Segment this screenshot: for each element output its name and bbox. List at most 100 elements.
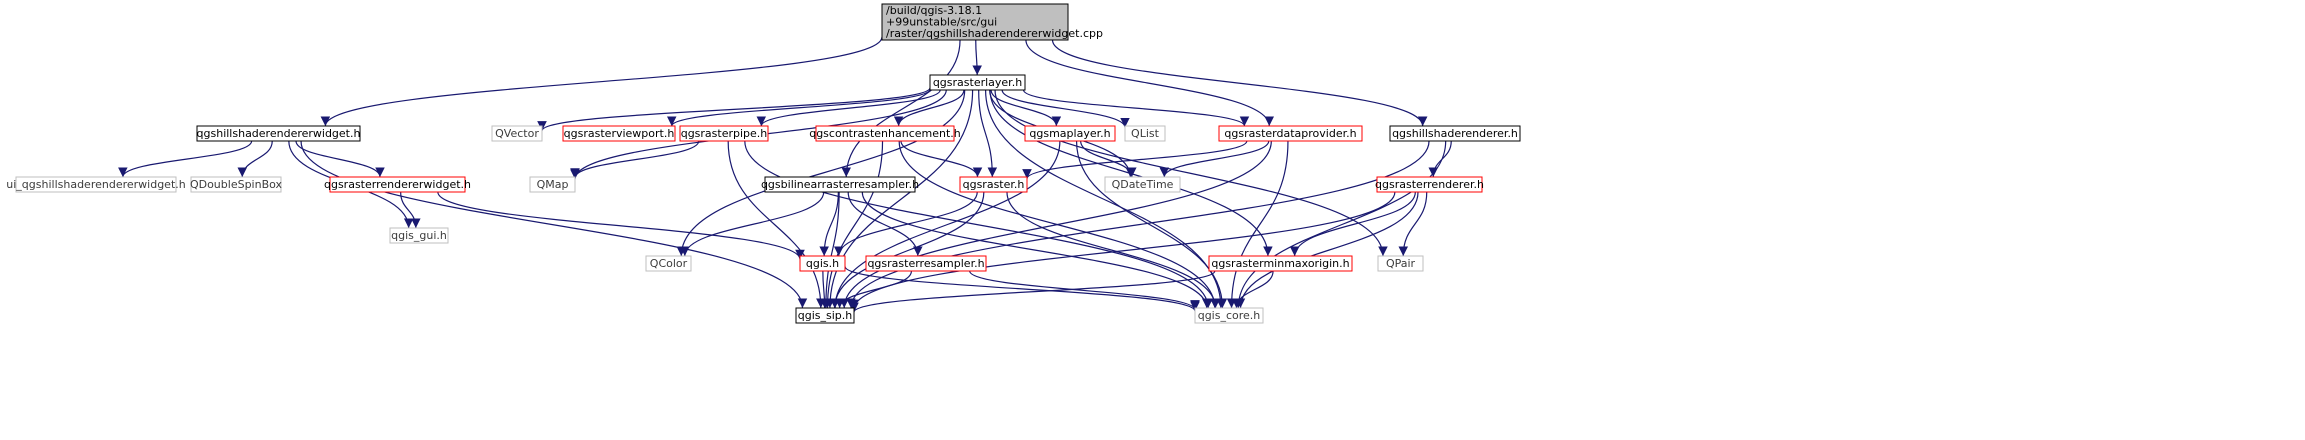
node-label-qgsrasterlayer-0: qgsrasterlayer.h	[933, 76, 1022, 89]
edge-qgsrasterresampler-to-qgis_sip	[834, 270, 913, 309]
edge-qgscontrastenhancement-to-qgsraster	[900, 140, 983, 178]
node-qgsrasterrendererwidget[interactable]: qgsrasterrendererwidget.h	[324, 176, 471, 193]
node-qgsrasterdataprovider[interactable]: qgsrasterdataprovider.h	[1218, 125, 1363, 142]
node-box-root	[881, 3, 1069, 41]
node-label-qgis_core-0: qgis_core.h	[1198, 309, 1261, 322]
edge-qgsrasterpipe-to-qgis_core	[744, 140, 1213, 309]
edge-qgsrasterlayer-to-qgsrasterpipe	[756, 89, 941, 127]
node-label-qgsrasterpipe-0: qgsrasterpipe.h	[681, 127, 768, 140]
node-qgsrasterpipe[interactable]: qgsrasterpipe.h	[679, 125, 769, 142]
node-qgsrasterresampler[interactable]: qgsrasterresampler.h	[865, 255, 987, 272]
node-label-root-1: +99unstable/src/gui	[886, 15, 997, 28]
edge-qgsraster-to-qgis_core	[1006, 191, 1221, 309]
edge-root-to-qgsbilinear	[841, 39, 961, 178]
edge-qgshillshaderendererwidget-to-qgsrasterrendererwidget	[295, 140, 385, 178]
edge-qgsrasterdataprovider-to-qdatetime	[1159, 140, 1270, 178]
node-root[interactable]: /build/qgis-3.18.1+99unstable/src/gui/ra…	[881, 3, 1103, 41]
node-label-qgsrasterrendererwidget-0: qgsrasterrendererwidget.h	[324, 178, 471, 191]
edge-qgsrasterlayer-to-qpair	[994, 89, 1388, 257]
edge-qgsrasterrendererwidget-to-qgis	[437, 191, 805, 260]
edge-qgsrasterlayer-to-qvector	[537, 87, 931, 132]
edge-qgsrasterlayer-to-qgscontrastenhancement	[893, 89, 965, 127]
node-qpair: QPair	[1377, 255, 1424, 272]
nodes-layer: /build/qgis-3.18.1+99unstable/src/gui/ra…	[6, 3, 1521, 324]
edge-qgsrasterrenderer-to-qgis_core	[1235, 191, 1419, 309]
node-label-qgsrasterresampler-0: qgsrasterresampler.h	[867, 257, 984, 270]
node-label-qgshillshaderenderer-0: qgshillshaderenderer.h	[1392, 127, 1518, 140]
node-box-qgsrasterdataprovider	[1218, 125, 1363, 142]
node-box-qgshillshaderendererwidget	[196, 125, 361, 142]
node-label-qgsmaplayer-0: qgsmaplayer.h	[1029, 127, 1110, 140]
edge-qgsraster-to-qgis_sip	[829, 191, 985, 309]
node-label-qmap-0: QMap	[537, 178, 569, 191]
node-label-qgscontrastenhancement-0: qgscontrastenhancement.h	[809, 127, 961, 140]
node-label-qgis_sip-0: qgis_sip.h	[798, 309, 853, 322]
node-label-qlist-0: QList	[1131, 127, 1160, 140]
node-qlist: QList	[1124, 125, 1166, 142]
node-qdatetime: QDateTime	[1104, 176, 1181, 193]
node-box-qgsmaplayer	[1024, 125, 1116, 142]
edge-qgsrasterlayer-to-qlist	[1001, 89, 1130, 128]
node-box-qpair	[1377, 255, 1424, 272]
node-qgsrasterrenderer[interactable]: qgsrasterrenderer.h	[1375, 176, 1484, 193]
edge-qgsrasterminmaxorigin-to-qgis_core	[1231, 270, 1274, 309]
edge-root-to-qgshillshaderendererwidget	[320, 36, 883, 127]
node-qgsraster[interactable]: qgsraster.h	[959, 176, 1028, 193]
edge-qgscontrastenhancement-to-qgis_sip	[822, 140, 884, 309]
edge-qgsmaplayer-to-qgis_sip	[830, 140, 1061, 309]
node-qdoublespinbox: QDoubleSpinBox	[190, 176, 283, 193]
node-box-qdatetime	[1104, 176, 1181, 193]
edge-qgsrasterdataprovider-to-qgsraster	[1022, 140, 1248, 180]
node-box-qdoublespinbox	[190, 176, 282, 193]
node-qgsbilinear[interactable]: qgsbilinearrasterresampler.h	[761, 176, 919, 193]
node-qgscontrastenhancement[interactable]: qgscontrastenhancement.h	[809, 125, 961, 142]
edge-qgsrasterresampler-to-qgis_core	[969, 270, 1200, 310]
edge-qgis-to-qgis_sip	[819, 270, 830, 309]
node-box-qgshillshaderenderer	[1389, 125, 1521, 142]
node-qmap: QMap	[529, 176, 576, 193]
node-label-qgis-0: qgis.h	[806, 257, 839, 270]
edge-qgsbilinear-to-qcolor	[680, 191, 825, 257]
node-ui_widget: ui_qgshillshaderendererwidget.h	[6, 176, 186, 193]
node-qcolor: QColor	[645, 255, 692, 272]
edge-qgsbilinear-to-qgis	[819, 191, 839, 257]
node-label-qvector-0: QVector	[495, 127, 539, 140]
node-qgis_core: qgis_core.h	[1194, 307, 1264, 324]
node-qgsrasterminmaxorigin[interactable]: qgsrasterminmaxorigin.h	[1208, 255, 1353, 272]
node-qgis[interactable]: qgis.h	[799, 255, 846, 272]
edge-qgshillshaderenderer-to-qgis_core	[1233, 140, 1447, 309]
edge-qgsrasterlayer-to-qgsrasterminmaxorigin	[989, 89, 1273, 257]
node-label-root-0: /build/qgis-3.18.1	[886, 4, 982, 17]
edge-qgsrasterrenderer-to-qgis_sip	[849, 191, 1396, 310]
node-qgshillshaderendererwidget[interactable]: qgshillshaderendererwidget.h	[196, 125, 361, 142]
edge-qgshillshaderenderer-to-qgis_sip	[846, 140, 1430, 309]
node-box-qgsraster	[959, 176, 1028, 193]
edge-qgsrasterpipe-to-qmap	[570, 140, 700, 179]
edge-qgsrasterlayer-to-qgsmaplayer	[990, 89, 1062, 127]
edge-qgsmaplayer-to-qdatetime	[1080, 140, 1137, 178]
node-label-qgsraster-0: qgsraster.h	[963, 178, 1025, 191]
node-box-qcolor	[645, 255, 692, 272]
node-qgis_sip[interactable]: qgis_sip.h	[795, 307, 855, 324]
node-box-qgsrasterrenderer	[1376, 176, 1483, 193]
node-box-qgsrasterminmaxorigin	[1208, 255, 1353, 272]
node-qgsmaplayer[interactable]: qgsmaplayer.h	[1024, 125, 1116, 142]
node-box-qmap	[529, 176, 576, 193]
node-label-qdoublespinbox-0: QDoubleSpinBox	[190, 178, 283, 191]
edge-qgsrasterdataprovider-to-qgis_sip	[839, 140, 1272, 309]
node-box-qvector	[491, 125, 543, 142]
edge-qgshillshaderendererwidget-to-qdoublespinbox	[237, 140, 273, 178]
node-qgsrasterlayer[interactable]: qgsrasterlayer.h	[929, 74, 1026, 91]
node-label-qgis_gui-0: qgis_gui.h	[391, 229, 447, 242]
edge-qgsmaplayer-to-qgis_core	[1075, 140, 1228, 309]
edge-qgsrasterrenderer-to-qpair	[1398, 191, 1428, 257]
edge-qgshillshaderendererwidget-to-qgis_sip	[300, 140, 808, 309]
node-label-qgsrasterrenderer-0: qgsrasterrenderer.h	[1375, 178, 1484, 191]
node-box-qgsrasterrendererwidget	[329, 176, 466, 193]
node-label-qgsbilinear-0: qgsbilinearrasterresampler.h	[761, 178, 919, 191]
node-qvector: QVector	[491, 125, 543, 142]
edge-qgsbilinear-to-qgis_sip	[821, 191, 840, 309]
node-qgsrasterviewport[interactable]: qgsrasterviewport.h	[562, 125, 676, 142]
node-box-qgis_sip	[795, 307, 855, 324]
node-qgshillshaderenderer[interactable]: qgshillshaderenderer.h	[1389, 125, 1521, 142]
